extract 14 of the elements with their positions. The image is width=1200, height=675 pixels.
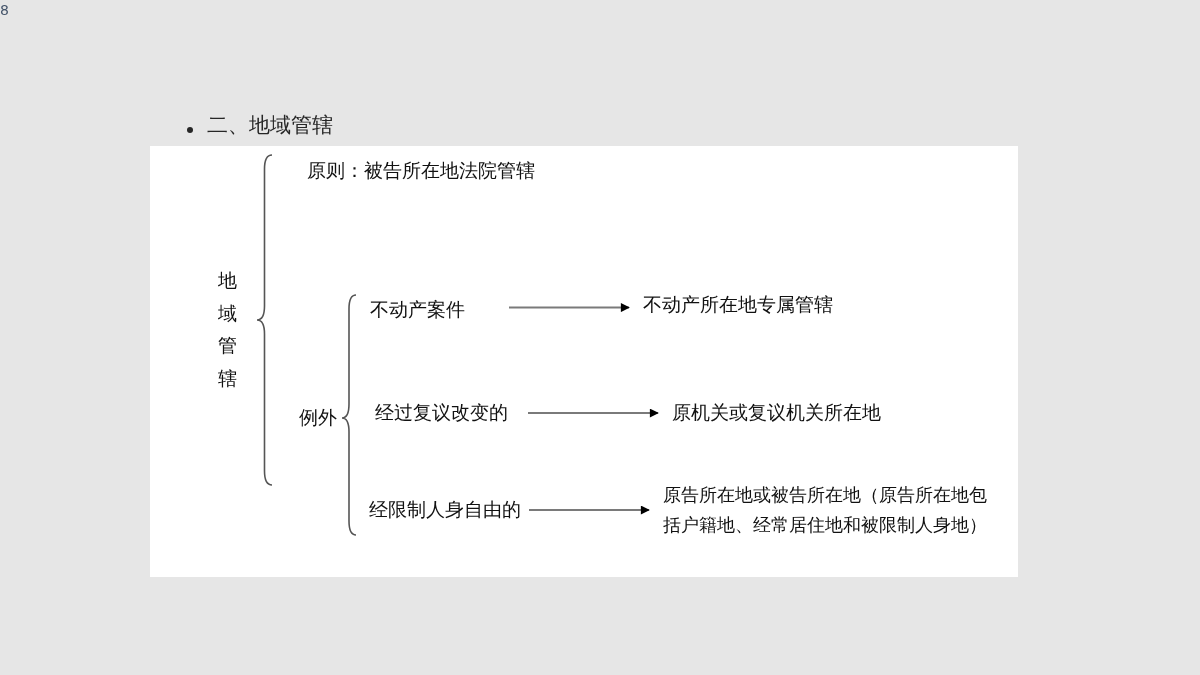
case-type-label: 不动产案件 [370,299,465,322]
arrow [508,303,630,313]
jurisdiction-text: 不动产所在地专属管辖 [643,294,833,317]
arrow [527,408,659,418]
category-label: 例外 [299,407,337,430]
slide-title: 二、地域管辖 [207,113,333,138]
jurisdiction-text: 原告所在地或被告所在地（原告所在地包括户籍地、经常居住地和被限制人身地） [663,480,1001,540]
page-number: 8 [0,2,9,19]
case-type-label: 经过复议改变的 [375,402,508,425]
topic-label: 地域管辖 [218,264,237,395]
arrow [528,505,650,515]
rule-text: 原则：被告所在地法院管辖 [307,160,535,183]
jurisdiction-text: 原机关或复议机关所在地 [672,402,881,425]
case-type-label: 经限制人身自由的 [369,499,521,522]
